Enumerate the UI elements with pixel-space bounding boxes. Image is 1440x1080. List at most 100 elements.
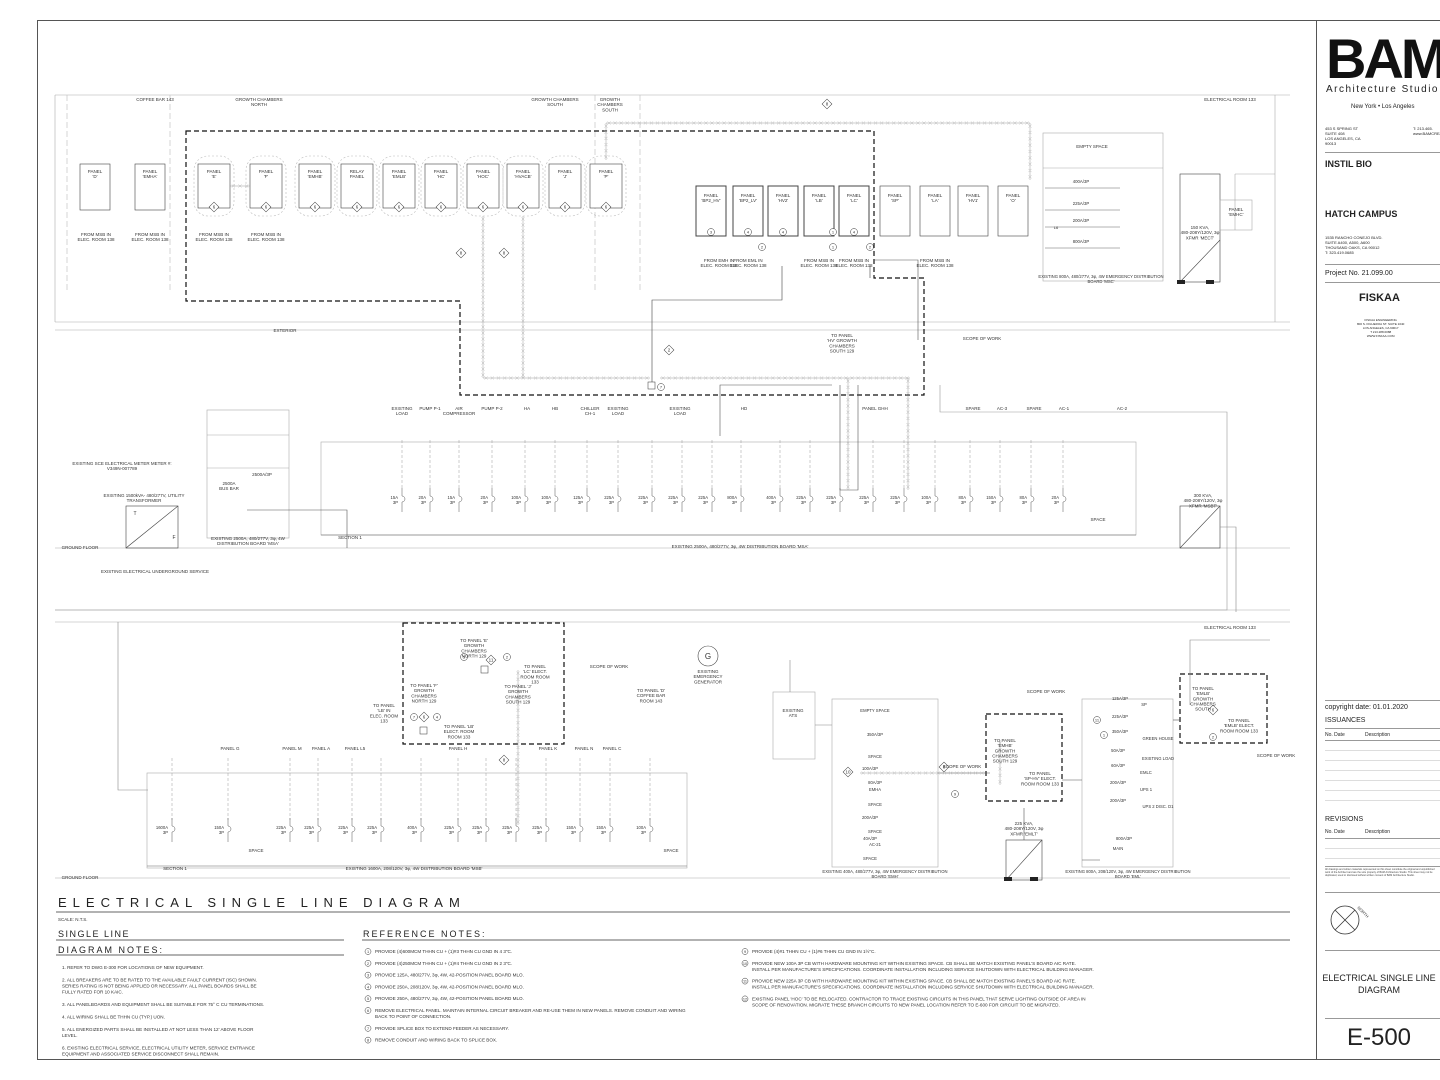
cable-cross-mark — [698, 121, 702, 125]
issuances-col-desc: Description — [1365, 732, 1391, 738]
msb-breaker — [317, 818, 322, 842]
keynote-number: 6 — [356, 205, 359, 210]
cable-cross-mark — [595, 376, 600, 380]
removed-panel-ring — [544, 155, 586, 217]
panel-name: PANEL'D' — [88, 169, 103, 179]
note-circle-icon — [460, 653, 468, 661]
panel-name: PANEL'HV1' — [966, 193, 981, 203]
cable-cross-mark — [604, 130, 608, 135]
msa-load-label: SPARE — [1027, 406, 1042, 411]
msb-space: SPACE — [664, 848, 679, 853]
cable-cross-mark — [496, 376, 501, 380]
cable-cross-mark — [691, 376, 696, 380]
to-panel-sphv-label: TO PANEL'SP-HV' ELECT.ROOM ROOM 133 — [1021, 771, 1060, 786]
keynote-number: 8 — [943, 765, 946, 770]
reference-note: PROVIDE NEW 100A 3P CB WITH HARDWARE MOU… — [752, 961, 1094, 972]
breaker-rating: 225A — [890, 495, 900, 500]
msa-load-label: AC-3 — [997, 406, 1008, 411]
msb-breaker — [485, 818, 490, 842]
panel-box — [466, 163, 500, 209]
panel-box — [803, 185, 835, 237]
cable-cross-mark — [481, 271, 485, 275]
cable-cross-mark — [955, 771, 959, 775]
breaker-poles: 3P — [412, 830, 417, 835]
note-circle-icon — [364, 948, 372, 955]
cable-cross-mark — [583, 376, 587, 380]
keynote-tag-icon — [600, 201, 612, 213]
cable-cross-mark — [722, 121, 726, 125]
note-circle-icon — [707, 228, 715, 236]
cable-cross-mark — [880, 376, 885, 380]
panel-box — [879, 185, 911, 237]
cable-cross-mark — [846, 410, 850, 414]
note-circle-icon — [364, 960, 372, 967]
room-electrical-lower: ELECTRICAL ROOM 133 — [1204, 625, 1256, 630]
msb-load-label: PANEL A — [312, 746, 330, 751]
generator-symbol: G — [705, 652, 711, 661]
breaker-poles: 3P — [546, 500, 551, 505]
note-circle-icon — [741, 948, 749, 955]
sheet-title: ELECTRICAL SINGLE LINE DIAGRAM — [1322, 973, 1436, 995]
msb-breaker — [289, 818, 294, 842]
breaker-poles: 3P — [831, 500, 836, 505]
breaker-rating: 150A — [566, 825, 576, 830]
cable-cross-mark — [643, 121, 648, 125]
breaker-rating: 20A — [481, 495, 489, 500]
reference-note: REMOVE CONDUIT AND WIRING BACK TO SPLICE… — [375, 1038, 497, 1043]
cable-cross-mark — [577, 376, 581, 380]
cable-cross-mark — [604, 155, 608, 159]
cable-cross-mark — [552, 376, 556, 380]
cable-cross-mark — [892, 376, 897, 380]
reference-note: EXISTING PANEL 'HOC' TO BE RELOCATED. CO… — [752, 996, 1086, 1007]
breaker-poles: 3P — [703, 500, 708, 505]
cable-cross-mark — [868, 376, 873, 380]
breaker-rating: 100A — [921, 495, 931, 500]
emh-row: SPACE — [868, 802, 882, 807]
cable-cross-mark — [521, 361, 525, 365]
cable-cross-mark — [516, 708, 520, 713]
cable-cross-mark — [846, 472, 850, 477]
splice-box-icon — [647, 381, 656, 390]
breaker-rating: 100A — [511, 495, 521, 500]
cable-cross-mark — [998, 780, 1002, 784]
note-circle-icon — [1100, 731, 1108, 739]
keynote-tag-icon — [498, 247, 510, 259]
cable-cross-mark — [509, 376, 513, 380]
cable-cross-mark — [231, 184, 236, 188]
msc-breaker: 800A/3P — [1073, 239, 1090, 244]
cable-cross-mark — [521, 307, 525, 311]
cable-cross-mark — [710, 121, 714, 125]
cable-cross-mark — [637, 121, 642, 125]
breaker-rating: 225A — [796, 495, 806, 500]
xfmr-terminal — [1177, 280, 1185, 284]
breaker-rating: 800A — [727, 495, 737, 500]
cable-cross-mark — [673, 376, 678, 380]
cable-cross-mark — [516, 758, 520, 762]
msa-load-label: PUMP P-1 — [419, 406, 441, 411]
cable-cross-mark — [958, 121, 963, 125]
cable-cross-mark — [1025, 121, 1029, 125]
note-number: 4 — [782, 230, 785, 235]
cable-cross-mark — [795, 121, 799, 125]
keynote-number: 6 — [605, 205, 608, 210]
cable-cross-mark — [1019, 121, 1023, 125]
cable-cross-mark — [801, 121, 805, 125]
note-number: 1 — [832, 230, 835, 235]
cable-cross-mark — [589, 376, 594, 380]
eml-row: 800A/3P — [1116, 836, 1132, 841]
cable-cross-mark — [521, 355, 525, 359]
panel-box — [249, 163, 283, 209]
cable-cross-mark — [703, 376, 708, 380]
cable-cross-mark — [973, 771, 978, 775]
cable-cross-mark — [905, 771, 909, 775]
main-breaker-label: 2500A/3P — [252, 472, 272, 477]
cable-cross-mark — [516, 696, 520, 700]
cable-cross-mark — [906, 466, 910, 470]
panel-box — [957, 185, 989, 237]
